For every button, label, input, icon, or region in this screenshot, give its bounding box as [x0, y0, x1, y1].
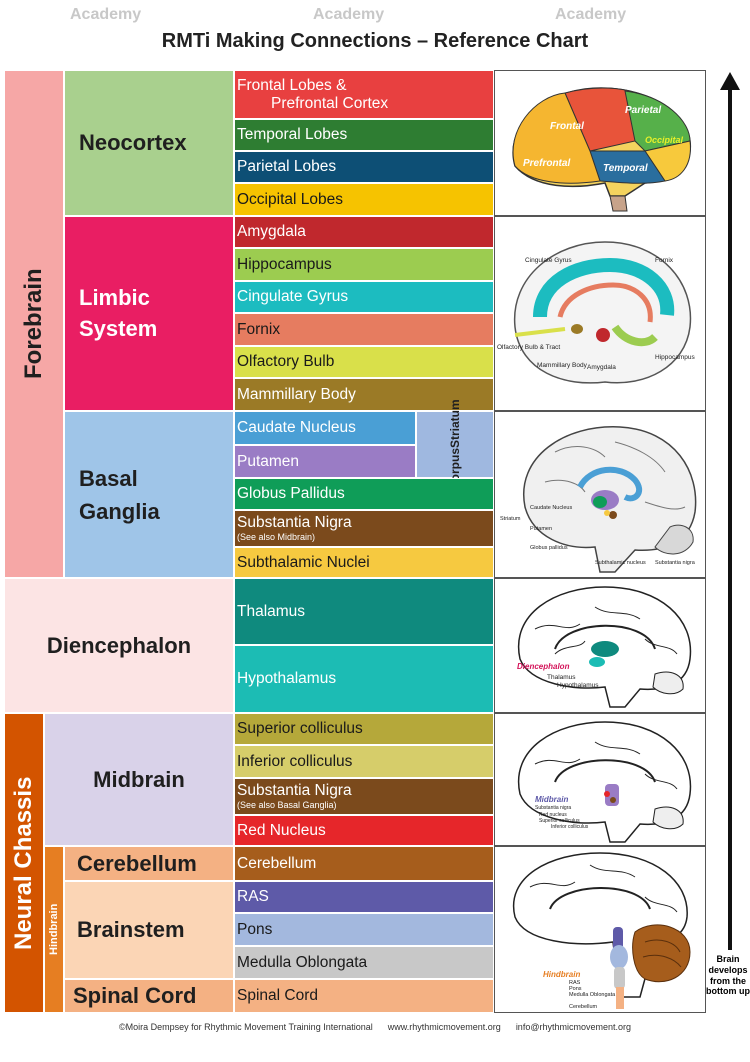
- globus-pallidus-item: Globus Pallidus: [234, 478, 494, 510]
- label-hypothalamus: Hypothalamus: [557, 682, 599, 689]
- occipital-lobes-item: Occipital Lobes: [234, 183, 494, 216]
- subthalamic-nuclei-item: Subthalamic Nuclei: [234, 547, 494, 578]
- brainstem-category: Brainstem: [64, 881, 234, 979]
- corpus-striatum-label: Corpus Striatum: [416, 399, 494, 490]
- substantia-nigra-mid-item: Substantia Nigra (See also Basal Ganglia…: [234, 778, 494, 815]
- label-parietal: Parietal: [625, 105, 661, 116]
- limbic-system-illustration: Cingulate Gyrus Fornix Olfactory Bulb & …: [494, 216, 706, 411]
- frontal-line2: Prefrontal Cortex: [271, 94, 389, 112]
- label-medulla: Medulla Oblongata: [569, 992, 616, 998]
- cerebellum-category: Cerebellum: [64, 846, 234, 881]
- fornix-item: Fornix: [234, 313, 494, 346]
- footer-copyright: ©Moira Dempsey for Rhythmic Movement Tra…: [119, 1022, 373, 1032]
- red-nucleus-item: Red Nucleus: [234, 815, 494, 846]
- basal-ganglia-category: Basal Ganglia: [64, 411, 234, 578]
- development-note: Brain develops from the bottom up: [706, 954, 750, 997]
- amygdala-item: Amygdala: [234, 216, 494, 248]
- cingulate-gyrus-item: Cingulate Gyrus: [234, 281, 494, 313]
- label-ic: Inferior colliculus: [551, 824, 589, 830]
- substantia-basal-label: Substantia Nigra: [237, 514, 352, 532]
- substantia-basal-note: (See also Midbrain): [237, 532, 316, 543]
- limbic-category: Limbic System: [64, 216, 234, 411]
- label-caudate: Caudate Nucleus: [530, 505, 572, 511]
- neocortex-category: Neocortex: [64, 70, 234, 216]
- parietal-lobes-item: Parietal Lobes: [234, 151, 494, 183]
- thalamus-item: Thalamus: [234, 578, 494, 645]
- superior-colliculus-item: Superior colliculus: [234, 713, 494, 745]
- substantia-mid-label: Substantia Nigra: [237, 782, 352, 800]
- label-pons: Pons: [569, 986, 582, 992]
- neural-chassis-label: Neural Chassis: [4, 713, 44, 1013]
- label-midbrain: Midbrain: [535, 795, 568, 804]
- label-amygdala: Amygdala: [587, 364, 616, 371]
- limbic-line1: Limbic: [79, 284, 150, 310]
- footer-email[interactable]: info@rhythmicmovement.org: [515, 1022, 631, 1032]
- medulla-oblongata-item: Medulla Oblongata: [234, 946, 494, 979]
- watermark: Academy: [313, 6, 385, 23]
- limbic-line2: System: [79, 315, 158, 341]
- label-subthalamic: Subthalamic nucleus: [595, 560, 646, 566]
- watermark: Academy: [70, 6, 142, 23]
- forebrain-label: Forebrain: [4, 70, 64, 578]
- diencephalon-illustration: Diencephalon Thalamus Hypothalamus: [494, 578, 706, 713]
- development-arrow: [718, 72, 742, 952]
- footer: ©Moira Dempsey for Rhythmic Movement Tra…: [0, 1022, 750, 1032]
- label-substantia: Substantia nigra: [655, 560, 696, 566]
- frontal-lobes-item: Frontal Lobes & Prefrontal Cortex: [234, 70, 494, 119]
- midbrain-category: Midbrain: [44, 713, 234, 846]
- page-title: RMTi Making Connections – Reference Char…: [161, 30, 589, 52]
- label-prefrontal: Prefrontal: [523, 158, 570, 169]
- label-hindbrain: Hindbrain: [543, 970, 580, 979]
- label-cingulate: Cingulate Gyrus: [525, 257, 572, 264]
- label-occipital: Occipital: [645, 135, 684, 145]
- label-ras: RAS: [569, 980, 581, 986]
- olfactory-bulb-item: Olfactory Bulb: [234, 346, 494, 378]
- label-olfactory: Olfactory Bulb & Tract: [497, 344, 560, 351]
- caudate-nucleus-item: Caudate Nucleus: [234, 411, 416, 445]
- mammillary-body-item: Mammillary Body: [234, 378, 494, 411]
- midbrain-illustration: Midbrain Substantia nigra Red nucleus Su…: [494, 713, 706, 846]
- spinal-cord-category: Spinal Cord: [64, 979, 234, 1013]
- label-mammillary: Mammillary Body: [537, 362, 588, 369]
- label-thalamus: Thalamus: [547, 674, 576, 681]
- footer-url[interactable]: www.rhythmicmovement.org: [387, 1022, 501, 1032]
- basal-line2: Ganglia: [79, 498, 160, 524]
- label-sn: Substantia nigra: [535, 805, 571, 811]
- label-temporal: Temporal: [603, 163, 648, 174]
- ras-item: RAS: [234, 881, 494, 913]
- label-fornix: Fornix: [655, 257, 674, 264]
- pons-item: Pons: [234, 913, 494, 946]
- label-globus: Globus pallidus: [530, 545, 568, 551]
- spinal-cord-item: Spinal Cord: [234, 979, 494, 1013]
- hippocampus-item: Hippocampus: [234, 248, 494, 281]
- substantia-nigra-basal-item: Substantia Nigra (See also Midbrain): [234, 510, 494, 547]
- label-sc: Superior colliculus: [539, 818, 580, 824]
- neocortex-brain-illustration: Frontal Parietal Occipital Prefrontal Te…: [494, 70, 706, 216]
- basal-ganglia-illustration: Striatum Caudate Nucleus Putamen Globus …: [494, 411, 706, 578]
- hindbrain-label: Hindbrain: [44, 846, 64, 1013]
- label-frontal: Frontal: [550, 121, 584, 132]
- frontal-line1: Frontal Lobes &: [237, 76, 347, 94]
- putamen-item: Putamen: [234, 445, 416, 478]
- label-rn: Red nucleus: [539, 812, 567, 818]
- hindbrain-illustration: Hindbrain RAS Pons Medulla Oblongata Cer…: [494, 846, 706, 1013]
- diencephalon-category: Diencephalon: [4, 578, 234, 713]
- substantia-mid-note: (See also Basal Ganglia): [237, 800, 337, 811]
- corpus-line2: Striatum: [447, 399, 462, 448]
- hypothalamus-item: Hypothalamus: [234, 645, 494, 713]
- label-putamen: Putamen: [530, 526, 552, 532]
- basal-line1: Basal: [79, 465, 138, 491]
- inferior-colliculus-item: Inferior colliculus: [234, 745, 494, 778]
- label-diencephalon: Diencephalon: [517, 662, 570, 671]
- cerebellum-item: Cerebellum: [234, 846, 494, 881]
- label-cerebellum: Cerebellum: [569, 1004, 598, 1010]
- temporal-lobes-item: Temporal Lobes: [234, 119, 494, 151]
- watermark: Academy: [555, 6, 627, 23]
- label-hippocampus: Hippocampus: [655, 354, 695, 361]
- label-striatum: Striatum: [500, 516, 521, 522]
